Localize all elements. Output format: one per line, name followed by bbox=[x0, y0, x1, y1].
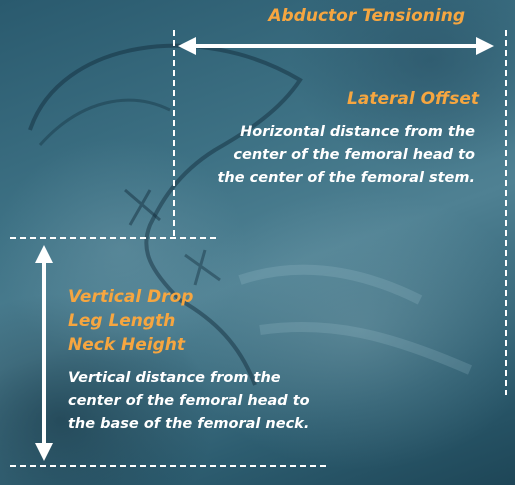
lateral-offset-description-line: Horizontal distance from the bbox=[218, 121, 476, 144]
abductor-tensioning-label: Abductor Tensioning bbox=[268, 6, 465, 26]
vertical-description: Vertical distance from the center of the… bbox=[68, 367, 310, 436]
vertical-description-line: center of the femoral head to bbox=[68, 390, 310, 413]
lateral-offset-title: Lateral Offset bbox=[347, 89, 479, 109]
vertical-description-line: Vertical distance from the bbox=[68, 367, 310, 390]
femoral-neck-outline bbox=[240, 270, 470, 370]
vertical-drop-title: Vertical Drop bbox=[68, 285, 193, 309]
vertical-description-line: the base of the femoral neck. bbox=[68, 413, 310, 436]
center-mark-2 bbox=[185, 250, 220, 285]
double-headed-vertical-arrow-icon bbox=[35, 245, 53, 461]
vertical-titles: Vertical Drop Leg Length Neck Height bbox=[68, 285, 193, 357]
lateral-offset-description: Horizontal distance from the center of t… bbox=[218, 121, 476, 190]
lateral-offset-description-line: center of the femoral head to bbox=[218, 144, 476, 167]
leg-length-title: Leg Length bbox=[68, 309, 193, 333]
lateral-offset-description-line: the center of the femoral stem. bbox=[218, 167, 476, 190]
acetabulum-outline bbox=[40, 100, 170, 145]
neck-height-title: Neck Height bbox=[68, 333, 193, 357]
